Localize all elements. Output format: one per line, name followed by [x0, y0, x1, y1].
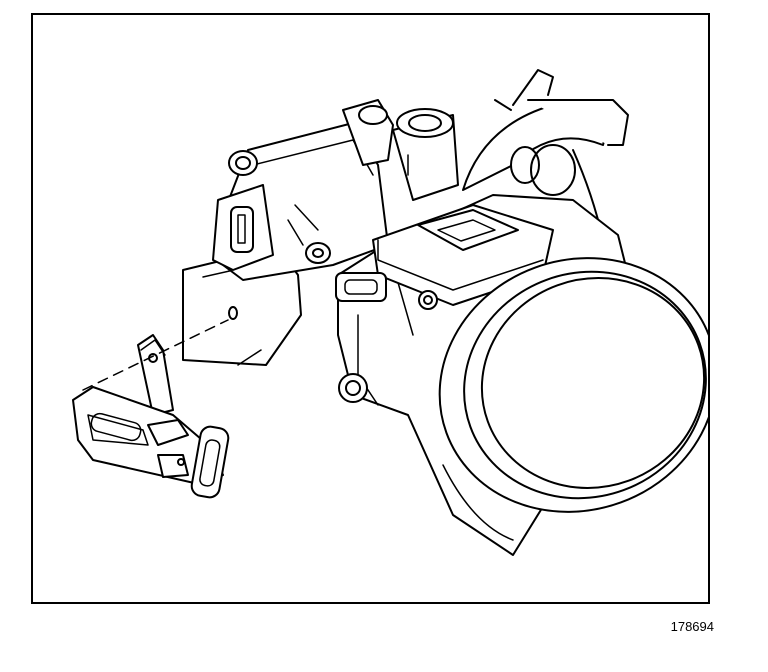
throttle-body-illustration [72, 69, 708, 556]
illustration-frame [31, 13, 710, 604]
coolant-fitting [392, 108, 459, 201]
idle-air-control-valve [212, 99, 394, 281]
throttle-lever [462, 69, 629, 266]
figure-number: 178694 [670, 619, 714, 634]
throttle-position-sensor [72, 334, 230, 499]
air-inlet-bore [438, 257, 708, 541]
alignment-line [82, 319, 229, 391]
